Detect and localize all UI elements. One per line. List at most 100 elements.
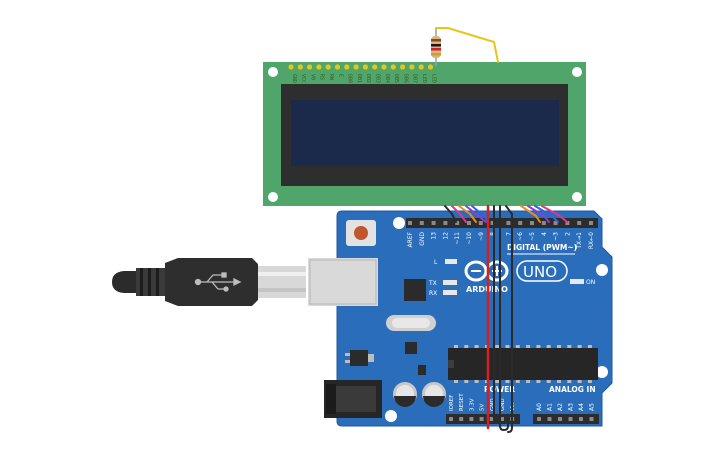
digital-header-label: DIGITAL (PWM~) xyxy=(507,243,577,252)
digital-pin-label: ~3 xyxy=(553,232,560,241)
digital-pin-label: 13 xyxy=(431,232,438,240)
voltage-regulator xyxy=(350,350,368,366)
digital-pin[interactable] xyxy=(518,221,523,225)
analog-pin-label: A3 xyxy=(568,403,575,411)
wire-purple-db5 xyxy=(527,205,550,223)
digital-pin[interactable] xyxy=(419,221,424,225)
digital-pin-label: TX→1 xyxy=(576,232,583,250)
lcd-pin-label: RW xyxy=(328,74,334,81)
lcd-pin[interactable] xyxy=(316,64,322,70)
lcd-pin[interactable] xyxy=(344,64,350,70)
digital-pin[interactable] xyxy=(431,221,436,225)
lcd-pin-label: GND xyxy=(291,74,297,83)
led-on xyxy=(570,279,584,284)
analog-pin-label: A2 xyxy=(557,403,564,411)
digital-pin[interactable] xyxy=(490,221,495,225)
capacitor xyxy=(393,382,417,407)
lcd-pin[interactable] xyxy=(325,64,331,70)
digital-pin-label: 12 xyxy=(442,232,449,240)
mounting-hole xyxy=(385,410,397,422)
power-pin[interactable] xyxy=(449,417,453,421)
power-pin[interactable] xyxy=(459,417,464,421)
analog-pin[interactable] xyxy=(568,417,573,421)
digital-header xyxy=(406,218,598,228)
lcd-pin-label: V0 xyxy=(309,74,315,80)
usb-cable[interactable] xyxy=(112,258,306,306)
analog-pin-label: A5 xyxy=(589,403,596,411)
digital-pin-label: 2 xyxy=(564,232,571,236)
digital-pin[interactable] xyxy=(408,221,412,225)
lcd-pin[interactable] xyxy=(362,64,368,70)
lcd-pin[interactable] xyxy=(400,64,406,70)
resistor[interactable] xyxy=(431,28,441,66)
lcd-pin-label: RS xyxy=(319,74,325,80)
digital-pin-label: 4 xyxy=(541,232,548,236)
analog-pin[interactable] xyxy=(547,417,552,421)
analog-pin-label: A4 xyxy=(578,403,585,411)
analog-pin-label: A1 xyxy=(547,403,554,411)
wire-black-gnd-1 xyxy=(499,205,509,431)
power-pin[interactable] xyxy=(469,417,474,421)
lcd-pin-label: LED xyxy=(421,74,427,83)
digital-pin-label: RX←0 xyxy=(588,232,595,249)
digital-pin-label: ~11 xyxy=(454,232,461,245)
digital-pin[interactable] xyxy=(506,221,511,225)
lcd-pin[interactable] xyxy=(307,64,313,70)
mounting-hole xyxy=(596,264,608,276)
lcd-pin-label: DB6 xyxy=(402,74,408,83)
wire-blue-db6 xyxy=(534,205,559,223)
lcd-pin[interactable] xyxy=(427,64,434,70)
power-pin[interactable] xyxy=(479,417,484,421)
lcd-pin[interactable] xyxy=(381,64,387,70)
power-pin-label: 5V xyxy=(480,404,486,411)
analog-pin[interactable] xyxy=(579,417,583,421)
analog-pin[interactable] xyxy=(589,417,594,421)
digital-pin[interactable] xyxy=(443,221,448,225)
wire-orange-e xyxy=(458,205,477,223)
analog-header-label: ANALOG IN xyxy=(549,385,596,394)
lcd-pin[interactable] xyxy=(390,64,396,70)
digital-pin[interactable] xyxy=(478,221,483,225)
wire-yellow-resistor xyxy=(435,27,499,63)
uno-label: UNO xyxy=(523,263,557,281)
usb-symbol-icon xyxy=(194,272,242,292)
digital-header-pins xyxy=(408,221,593,225)
lcd-pin[interactable] xyxy=(372,64,378,70)
lcd-pin-label: LED xyxy=(430,74,436,83)
led-l-label: L xyxy=(434,259,438,266)
analog-pin[interactable] xyxy=(558,417,562,421)
lcd-pin[interactable] xyxy=(353,64,359,70)
digital-pin[interactable] xyxy=(565,221,570,225)
power-pin-label: Vin xyxy=(510,402,516,411)
digital-pin[interactable] xyxy=(589,221,593,225)
digital-pin[interactable] xyxy=(553,221,558,225)
mounting-hole xyxy=(596,366,608,378)
mounting-hole xyxy=(572,192,582,202)
digital-pin-label: ~9 xyxy=(478,232,485,241)
digital-pin[interactable] xyxy=(541,221,546,225)
analog-pin[interactable] xyxy=(537,417,541,421)
lcd-pin[interactable] xyxy=(418,64,424,70)
lcd-pin[interactable] xyxy=(288,64,294,70)
digital-pin[interactable] xyxy=(455,221,460,225)
power-pin[interactable] xyxy=(500,417,504,421)
lcd-pin[interactable] xyxy=(297,64,303,70)
digital-pin[interactable] xyxy=(530,221,534,225)
lcd-pin-label: E xyxy=(337,74,343,77)
lcd-pin[interactable] xyxy=(334,64,341,70)
power-pin[interactable] xyxy=(489,417,494,421)
analog-pin-label: A0 xyxy=(536,403,543,411)
mounting-hole xyxy=(572,67,582,77)
wire-purple-rw xyxy=(465,205,487,223)
digital-pin-label: ~10 xyxy=(466,232,473,245)
mounting-hole xyxy=(268,67,278,77)
lcd-pin[interactable] xyxy=(409,64,415,70)
digital-pin[interactable] xyxy=(577,221,582,225)
wires[interactable] xyxy=(435,27,568,433)
digital-pin[interactable] xyxy=(467,221,471,225)
